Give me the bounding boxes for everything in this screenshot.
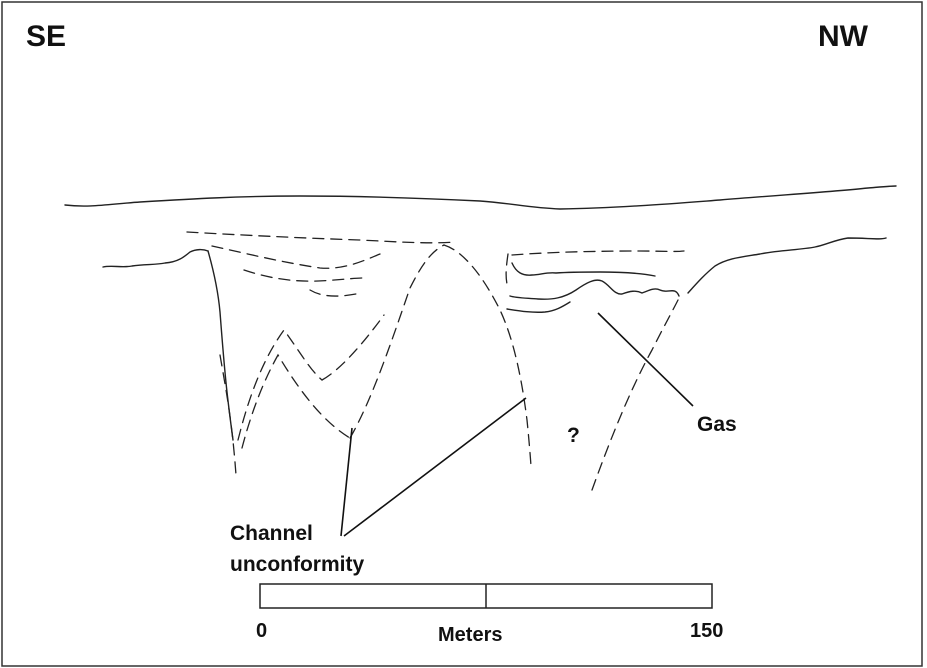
- uncertain-question-mark: ?: [567, 424, 580, 447]
- erosion-surface-left: [102, 248, 209, 268]
- gas-label: Gas: [697, 413, 737, 436]
- dashed-reflector-4: [309, 289, 357, 297]
- channel-label-line1: Channel: [230, 522, 313, 545]
- dashed-channel-f: [443, 244, 532, 467]
- gas-reflector-base: [506, 301, 571, 313]
- direction-label-se: SE: [26, 20, 66, 53]
- scale-unit-label: Meters: [438, 624, 502, 646]
- dashed-channel-a: [219, 354, 237, 476]
- channel-leader-line-right: [343, 397, 527, 537]
- dashed-reflector-2: [211, 245, 381, 269]
- upper-surface-line: [64, 185, 897, 210]
- dashed-channel-c: [241, 353, 351, 449]
- erosion-surface-right: [687, 237, 887, 294]
- dashed-reflector-3: [243, 269, 365, 282]
- gas-leader-line: [597, 312, 694, 407]
- scale-end-label: 150: [690, 620, 723, 642]
- gas-reflector-upper: [511, 262, 656, 277]
- channel-leader-line-left: [340, 427, 353, 537]
- dashed-channel-h: [505, 253, 509, 289]
- dashed-channel-d: [321, 314, 385, 381]
- dashed-channel-e: [349, 244, 445, 439]
- dashed-channel-b: [237, 328, 323, 441]
- dashed-reflector-right: [511, 250, 685, 256]
- channel-label-line2: unconformity: [230, 553, 364, 576]
- scale-start-label: 0: [256, 620, 267, 642]
- dashed-reflector-top: [186, 231, 457, 244]
- gas-reflector-lower: [509, 279, 680, 300]
- direction-label-nw: NW: [818, 20, 869, 53]
- dashed-channel-g: [591, 299, 679, 491]
